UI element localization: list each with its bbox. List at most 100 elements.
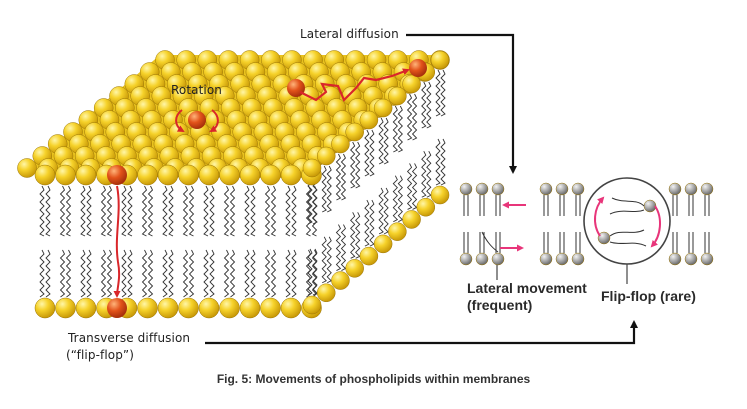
lipid-head — [55, 297, 76, 319]
orange-head-rotation — [188, 111, 206, 129]
lipid-head — [178, 164, 199, 186]
inset-lipids — [459, 182, 714, 266]
lipid-tail — [162, 185, 168, 237]
lipid-tail — [285, 185, 291, 237]
inset-lipid-head — [539, 182, 553, 196]
lipid-tail — [421, 151, 427, 198]
inset-lipid-tail — [609, 197, 645, 215]
inset-lipid-tail — [575, 195, 581, 216]
lipid-tail — [86, 249, 92, 298]
bilayer-block — [17, 50, 450, 319]
lipid-head — [198, 164, 220, 186]
inset-lipid-head — [700, 182, 714, 196]
rotation-arrow-left — [175, 109, 185, 132]
side-top-heads — [302, 50, 450, 178]
lipid-tail — [45, 185, 51, 237]
lipid-head — [260, 297, 281, 319]
lipid-tail — [223, 249, 230, 298]
inset-lipid-head — [475, 182, 489, 196]
lipid-tail — [168, 249, 174, 298]
lipid-tail — [250, 249, 256, 298]
lipid-head — [359, 110, 379, 130]
lipid-head — [280, 164, 302, 186]
inset-lipid-tail — [688, 195, 694, 216]
lipid-tail — [335, 153, 342, 201]
inset-lipid-tail — [495, 232, 501, 253]
label-flip-flop-rare: Flip-flop (rare) — [601, 288, 696, 304]
lipid-head — [75, 297, 97, 319]
lipid-tail — [406, 163, 413, 210]
flip-flop-circle — [583, 177, 671, 265]
lipid-tail — [307, 248, 313, 296]
inset-lipid-tail — [575, 232, 581, 253]
lipid-head — [137, 297, 158, 319]
lipid-tail — [411, 93, 418, 141]
lipid-tail — [440, 69, 446, 117]
inset-lipid-tail — [479, 195, 485, 216]
lipid-head — [157, 297, 179, 319]
lipid-head — [239, 297, 261, 319]
lipid-head — [302, 295, 322, 315]
lipid-head — [373, 98, 393, 118]
lipid-tail — [162, 249, 168, 298]
lipid-tail — [223, 185, 230, 237]
lipid-tail — [106, 249, 113, 298]
flip-flop-connector-arrow — [205, 320, 638, 345]
lipid-tail — [321, 236, 327, 284]
lipid-tail — [364, 129, 370, 177]
lipid-tail — [203, 185, 209, 237]
lipid-head — [239, 164, 261, 186]
label-rotation: Rotation — [171, 83, 222, 97]
lipid-head — [34, 297, 56, 319]
inset-lipid-tail — [672, 195, 678, 216]
orange-head-lateral-end — [409, 59, 427, 77]
lipid-tail — [65, 249, 72, 298]
inset-lipid-head — [597, 231, 611, 245]
side-tails — [307, 69, 446, 296]
lipid-tail — [59, 249, 66, 298]
inset-lipid-tail — [481, 231, 499, 253]
lipid-tail — [411, 163, 418, 210]
label-lateral-diffusion: Lateral diffusion — [300, 27, 399, 41]
lipid-head — [388, 86, 407, 106]
transverse-diffusion-arrow — [113, 185, 121, 298]
inset-lipid-head — [684, 182, 698, 196]
lipid-tail — [229, 249, 236, 298]
inset-lipid-tail — [543, 232, 549, 253]
flip-flop-arrow-left — [594, 196, 605, 237]
lipid-tail — [355, 212, 361, 259]
lipid-head — [402, 74, 421, 94]
lipid-head — [17, 158, 37, 178]
lipid-tail — [378, 117, 384, 165]
lipid-head — [316, 283, 336, 303]
lipid-head — [373, 234, 393, 254]
inset-lipid-head — [668, 252, 682, 266]
lipid-tail — [264, 185, 271, 237]
lipid-tail — [326, 236, 332, 284]
lipid-tail — [440, 138, 446, 186]
inset-lipid-head — [668, 182, 682, 196]
inset-lipid-head — [643, 199, 657, 213]
orange-head-bottom — [107, 298, 127, 318]
lipid-tail — [182, 249, 189, 298]
lipid-tail — [383, 187, 389, 235]
lipid-head — [316, 146, 336, 166]
lipid-head — [178, 297, 199, 319]
rotation-arrow-right — [209, 109, 219, 132]
lipid-tail — [59, 185, 66, 237]
lipid-tail — [188, 249, 195, 298]
inset-lipid-head — [459, 182, 473, 196]
inset-lipid-tail — [559, 232, 565, 253]
inset-lipid-head — [571, 252, 585, 266]
lipid-tail — [350, 212, 356, 259]
lipid-tail — [340, 224, 347, 271]
lipid-tail — [39, 185, 45, 237]
lipid-tail — [285, 249, 291, 298]
inset-lipid-tail — [688, 232, 694, 253]
lipid-head — [430, 185, 450, 205]
lipid-tail — [106, 185, 113, 237]
lipid-head — [55, 164, 76, 186]
lipid-head — [157, 164, 179, 186]
lipid-tail — [147, 185, 154, 237]
